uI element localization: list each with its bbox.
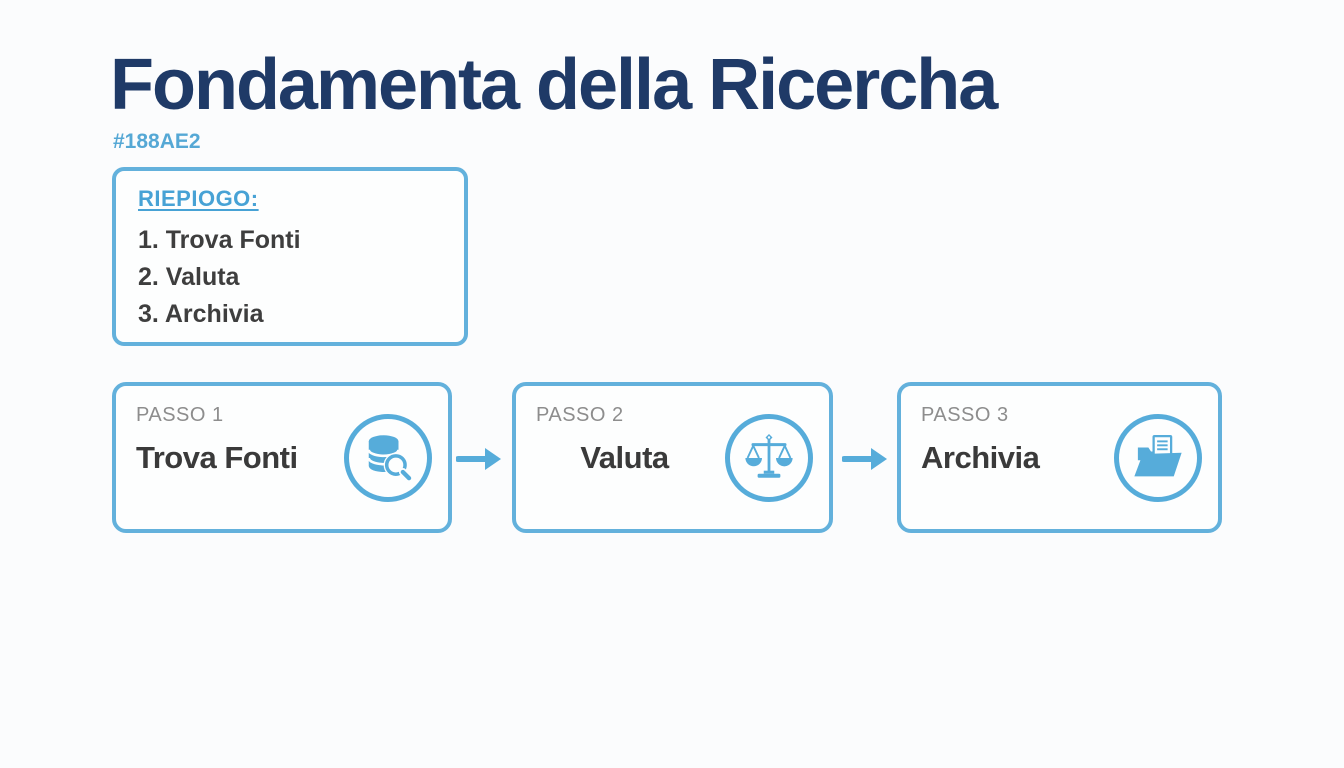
summary-item-3: 3. Archivia bbox=[138, 300, 264, 328]
summary-item-2: 2. Valuta bbox=[138, 263, 240, 291]
step-title: Archivia bbox=[921, 440, 1040, 475]
summary-panel: RIEPIOGO: 1. Trova Fonti 2. Valuta 3. Ar… bbox=[112, 167, 468, 346]
step-number-label: PASSO 1 bbox=[136, 404, 224, 426]
step-text-block: PASSO 3 Archivia bbox=[921, 386, 1114, 529]
color-code-subtitle: #188AE2 bbox=[113, 130, 201, 153]
database-search-icon bbox=[344, 413, 432, 502]
flow-arrow-icon bbox=[456, 448, 501, 470]
step-card-valuta: PASSO 2 Valuta bbox=[512, 382, 833, 533]
step-card-trova-fonti: PASSO 1 Trova Fonti bbox=[112, 382, 452, 533]
step-title: Valuta bbox=[580, 440, 669, 475]
step-card-archivia: PASSO 3 Archivia bbox=[897, 382, 1222, 533]
step-title: Trova Fonti bbox=[136, 440, 298, 475]
folder-documents-icon bbox=[1114, 413, 1202, 502]
summary-heading: RIEPIOGO: bbox=[138, 186, 259, 211]
scales-icon bbox=[725, 413, 813, 502]
step-text-block: PASSO 2 Valuta bbox=[536, 386, 725, 529]
step-number-label: PASSO 2 bbox=[536, 404, 624, 426]
step-text-block: PASSO 1 Trova Fonti bbox=[136, 386, 344, 529]
summary-list: 1. Trova Fonti 2. Valuta 3. Archivia bbox=[138, 222, 442, 333]
flow-arrow-icon bbox=[842, 448, 887, 470]
page-title: Fondamenta della Ricercha bbox=[110, 45, 998, 125]
summary-item-1: 1. Trova Fonti bbox=[138, 226, 301, 254]
step-number-label: PASSO 3 bbox=[921, 404, 1009, 426]
